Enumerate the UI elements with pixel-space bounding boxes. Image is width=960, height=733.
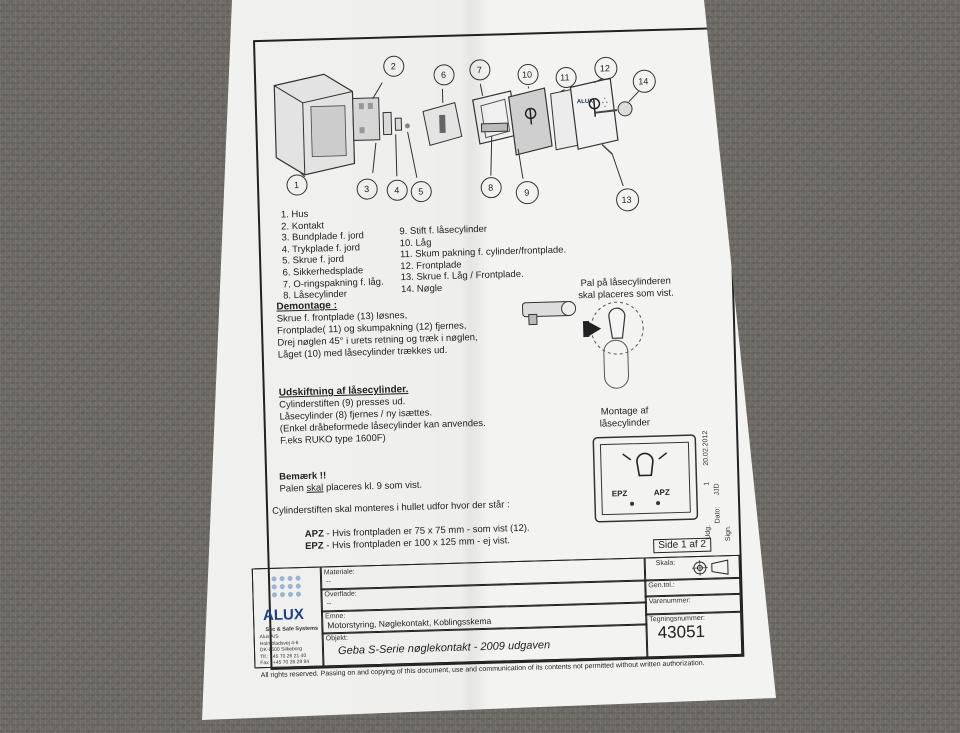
lid-part xyxy=(508,88,552,155)
svg-text:9: 9 xyxy=(524,188,529,198)
revision-label: Sign. xyxy=(725,525,732,541)
bemaerk-section: Bemærk !! Palen skal placeres kl. 9 som … xyxy=(279,468,422,496)
gen-tol-label: Gen.tol.: xyxy=(648,580,675,593)
revision-sign: JJD xyxy=(714,483,721,495)
svg-text:3: 3 xyxy=(364,184,369,194)
company-name: ALUX xyxy=(263,609,304,622)
drawing-number: 43051 xyxy=(658,626,706,639)
svg-text:13: 13 xyxy=(621,195,631,205)
page-indicator: Side 1 af 2 xyxy=(653,538,711,554)
svg-text:14: 14 xyxy=(638,76,648,86)
varenummer-label: Varenummer: xyxy=(649,595,691,608)
text-line: låsecylinder xyxy=(600,417,650,430)
housing-part xyxy=(274,73,355,175)
svg-text:8: 8 xyxy=(488,183,493,193)
svg-text:1: 1 xyxy=(294,180,299,190)
alux-logo xyxy=(268,573,305,604)
objekt-label: Objekt: xyxy=(326,633,349,646)
svg-text:6: 6 xyxy=(441,70,446,80)
front-plate xyxy=(570,78,618,149)
projection-symbol-icon xyxy=(692,559,732,576)
montage-caption: Montage af låsecylinder xyxy=(599,405,650,430)
contact-part xyxy=(353,98,380,141)
svg-text:4: 4 xyxy=(394,185,399,195)
svg-text:12: 12 xyxy=(600,63,610,73)
materiale-value: -- xyxy=(326,576,331,588)
parts-list-right: 9. Stift f. låsecylinder 10. Låg 11. Sku… xyxy=(399,222,567,296)
overflade-value: -- xyxy=(327,598,332,610)
montage-diagram: EPZ APZ xyxy=(590,432,700,525)
udskiftning-section: Udskiftning af låsecylinder. Cylindersti… xyxy=(279,382,487,448)
revision-number: 1 xyxy=(703,482,710,486)
parts-list-left: 1. Hus 2. Kontakt 3. Bundplade f. jord 4… xyxy=(281,207,384,303)
skala-label: Skala: xyxy=(656,558,676,571)
revision-date: 20.02.2012 xyxy=(702,431,710,466)
epz-label: EPZ xyxy=(612,489,628,498)
demontage-section: Demontage : Skrue f. frontplade (13) løs… xyxy=(276,296,478,362)
svg-text:7: 7 xyxy=(477,65,482,75)
svg-text:11: 11 xyxy=(560,72,570,82)
svg-text:5: 5 xyxy=(418,187,423,197)
svg-text:10: 10 xyxy=(522,69,532,79)
company-address: Alux A/S Holmbladsvej 4-6 DK-8600 Silkeb… xyxy=(260,633,310,667)
svg-text:2: 2 xyxy=(391,61,396,71)
revision-label: Dato: xyxy=(714,507,721,524)
cylinder-illustration xyxy=(518,295,671,394)
apz-label: APZ xyxy=(654,488,670,497)
